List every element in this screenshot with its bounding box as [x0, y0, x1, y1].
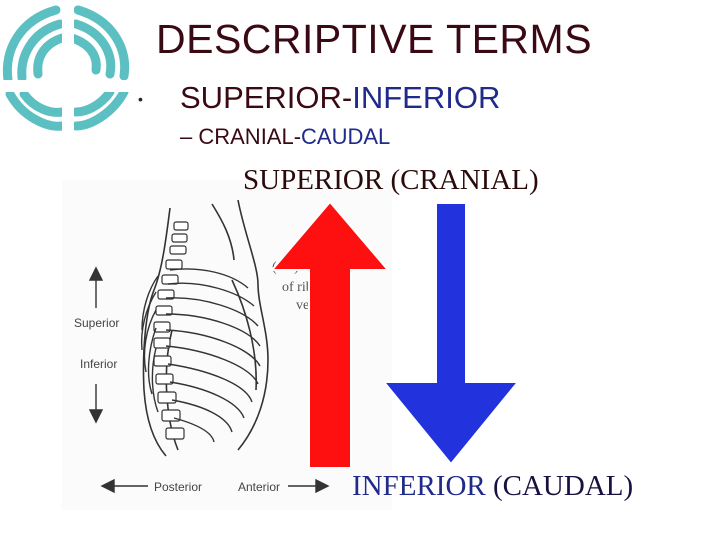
figure-label-posterior: Posterior [154, 480, 203, 494]
figure-label-inferior: Inferior [80, 357, 118, 371]
slide-title: DESCRIPTIVE TERMS [156, 16, 593, 62]
figure-caption-line2: of rib d [282, 280, 324, 295]
figure-label-anterior: Anterior [238, 480, 281, 494]
inferior-caudal-label: INFERIOR (CAUDAL) [352, 470, 633, 503]
logo-icon [0, 0, 140, 132]
sub-text-cranial: CRANIAL- [198, 124, 302, 149]
cranial-word: (CRANIAL) [390, 164, 539, 196]
bullet-marker: • [138, 91, 143, 107]
bullet-text-superior: SUPERIOR- [180, 80, 353, 115]
inferior-word: INFERIOR [352, 470, 486, 502]
superior-cranial-label: SUPERIOR (CRANIAL) [243, 164, 539, 197]
figure-label-superior: Superior [74, 316, 120, 330]
figure-caption-line3: ve [296, 298, 310, 313]
bullet-text-inferior: INFERIOR [352, 80, 501, 115]
anatomy-figure: Superior Inferior Posterior Anterior (1.… [62, 180, 392, 510]
sub-text-caudal: CAUDAL [301, 124, 391, 149]
caudal-word: (CAUDAL) [492, 470, 634, 502]
superior-word: SUPERIOR [243, 164, 384, 196]
sub-bullet-cranial-caudal: – CRANIAL-CAUDAL [180, 124, 390, 150]
sub-bullet-dash: – [180, 124, 199, 149]
ribcage-illustration [62, 180, 392, 510]
down-arrow-icon [381, 202, 521, 466]
figure-caption-line1: (1.5) L view [272, 260, 342, 275]
